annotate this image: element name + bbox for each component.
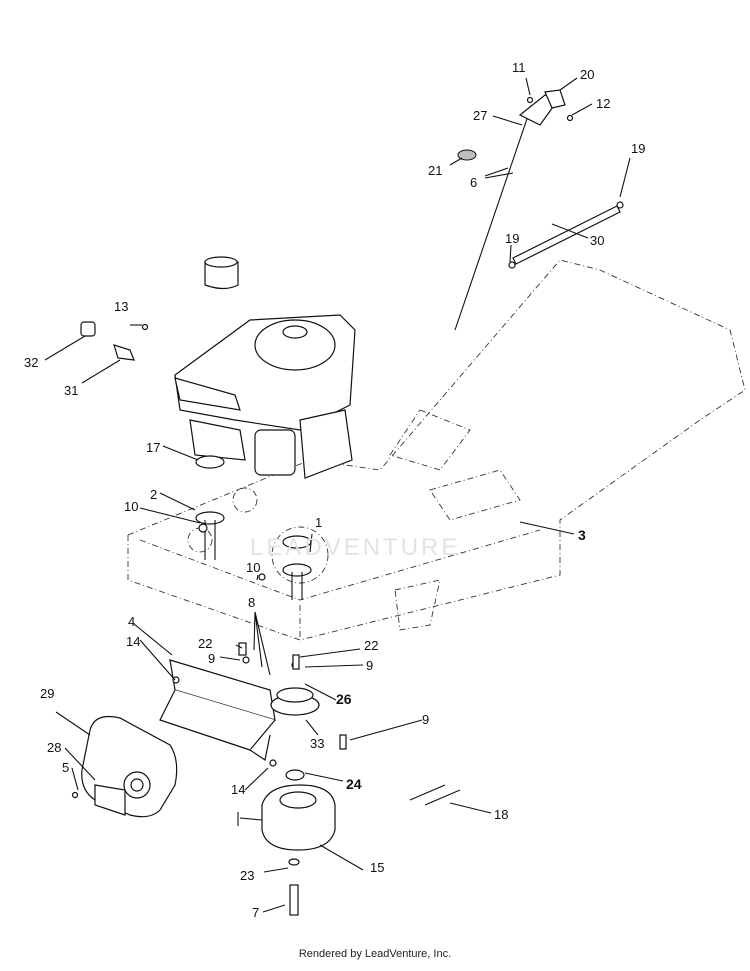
muffler <box>81 715 178 818</box>
callout-9-a: 9 <box>208 651 215 666</box>
callout-labels: 1 2 3 4 5 6 7 8 9 9 9 10 10 11 12 13 14 … <box>24 60 645 920</box>
callout-28: 28 <box>47 740 61 755</box>
callout-11: 11 <box>512 60 526 75</box>
wire <box>409 784 461 806</box>
callout-10-b: 10 <box>246 560 260 575</box>
callout-24: 24 <box>346 776 362 792</box>
engine <box>174 256 356 479</box>
callout-27: 27 <box>473 108 487 123</box>
callout-14-b: 14 <box>231 782 245 797</box>
callout-26: 26 <box>336 691 352 707</box>
callout-23: 23 <box>240 868 254 883</box>
callout-20: 20 <box>580 67 594 82</box>
throttle-control <box>454 89 566 331</box>
callout-9-b: 9 <box>366 658 373 673</box>
callout-21: 21 <box>428 163 442 178</box>
callout-1: 1 <box>315 515 322 530</box>
callout-13: 13 <box>114 299 128 314</box>
leader-lines <box>44 77 631 913</box>
callout-15: 15 <box>370 860 384 875</box>
callout-5: 5 <box>62 760 69 775</box>
callout-10-a: 10 <box>124 499 138 514</box>
callout-33: 33 <box>310 736 324 751</box>
clutch-assembly <box>237 687 336 916</box>
exhaust-gaskets <box>195 455 312 600</box>
callout-19-b: 19 <box>505 231 519 246</box>
frame-plate <box>127 259 746 641</box>
fittings <box>80 321 135 361</box>
callout-30: 30 <box>590 233 604 248</box>
callout-19-a: 19 <box>631 141 645 156</box>
callout-17: 17 <box>146 440 160 455</box>
watermark: LEADVENTURE <box>250 534 460 561</box>
footer-credit: Rendered by LeadVenture, Inc. <box>298 948 452 960</box>
callout-22-b: 22 <box>364 638 378 653</box>
callout-3: 3 <box>578 527 586 543</box>
callout-32: 32 <box>24 355 38 370</box>
muffler-bracket <box>159 659 276 761</box>
callout-18: 18 <box>494 807 508 822</box>
callout-2: 2 <box>150 487 157 502</box>
callout-7: 7 <box>252 905 259 920</box>
callout-8: 8 <box>248 595 255 610</box>
callout-29: 29 <box>40 686 54 701</box>
callout-12: 12 <box>596 96 610 111</box>
rod <box>512 205 621 265</box>
callout-4: 4 <box>128 614 135 629</box>
callout-14-a: 14 <box>126 634 140 649</box>
callout-6: 6 <box>470 175 477 190</box>
callout-22-a: 22 <box>198 636 212 651</box>
callout-9-c: 9 <box>422 712 429 727</box>
callout-31: 31 <box>64 383 78 398</box>
hardware <box>71 96 624 799</box>
